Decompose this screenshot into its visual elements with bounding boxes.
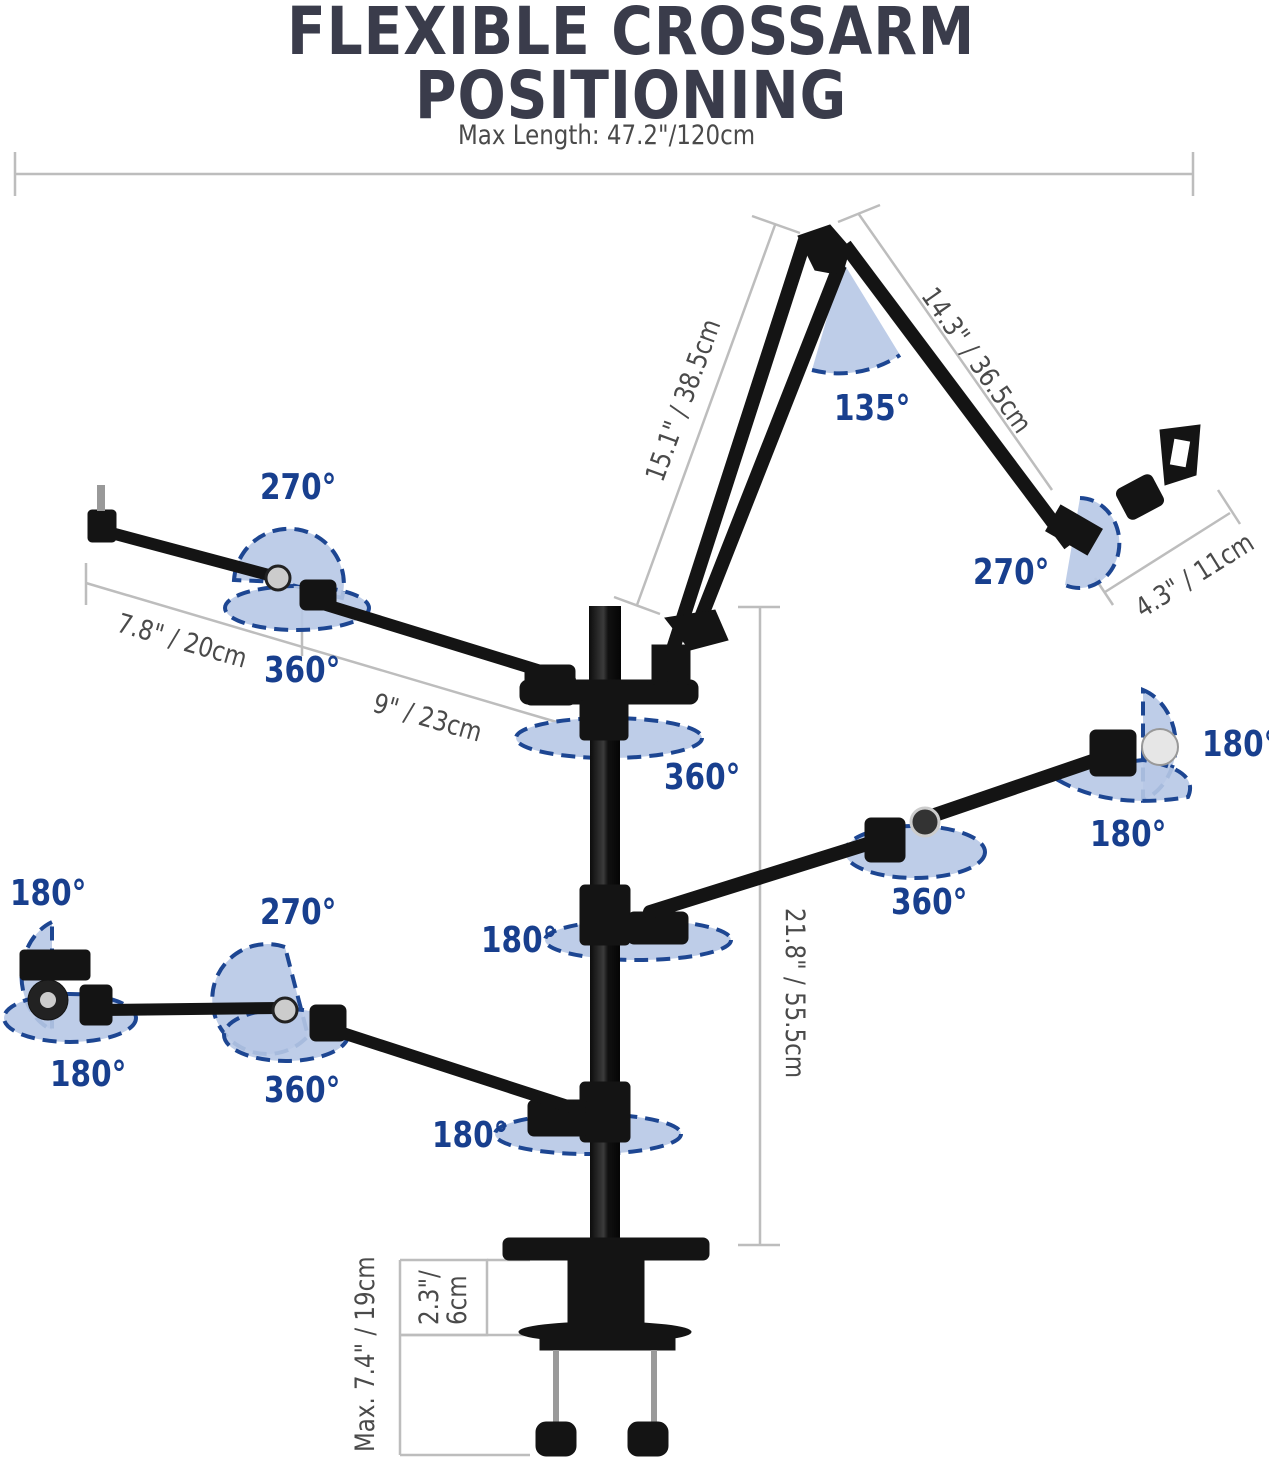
- bottom-left-tip-vertical-angle: 180°: [10, 873, 87, 914]
- pole-height-label: 21.8" / 55.5cm: [779, 908, 810, 1079]
- bottom-collar-angle: 180°: [432, 1115, 509, 1156]
- top-left-joint-horizontal-angle: 360°: [264, 650, 341, 691]
- top-collar-angle: 360°: [664, 757, 741, 798]
- stand-hardware: [19, 224, 1201, 1457]
- right-tip-horizontal-angle: 180°: [1090, 814, 1167, 855]
- bottom-left-joint-vertical-angle: 270°: [260, 892, 337, 933]
- page-title: FLEXIBLE CROSSARM POSITIONING: [287, 0, 976, 134]
- clamp-gap-label: 2.3"/ 6cm: [414, 1270, 473, 1325]
- middle-collar-angle: 180°: [481, 920, 558, 961]
- boom-mic-head-angle: 270°: [973, 552, 1050, 593]
- max-length-label: Max Length: 47.2"/120cm: [458, 120, 756, 151]
- top-left-joint-vertical-angle: 270°: [260, 467, 337, 508]
- clamp-max-label: Max. 7.4" / 19cm: [350, 1256, 381, 1452]
- dimension-lines: [13, 152, 1242, 1457]
- right-tip-vertical-angle: 180°: [1202, 724, 1269, 765]
- bottom-left-joint-horizontal-angle: 360°: [264, 1070, 341, 1111]
- bottom-left-tip-horizontal-angle: 180°: [50, 1054, 127, 1095]
- right-mid-joint-angle: 360°: [891, 882, 968, 923]
- boom-elbow-angle: 135°: [834, 388, 911, 429]
